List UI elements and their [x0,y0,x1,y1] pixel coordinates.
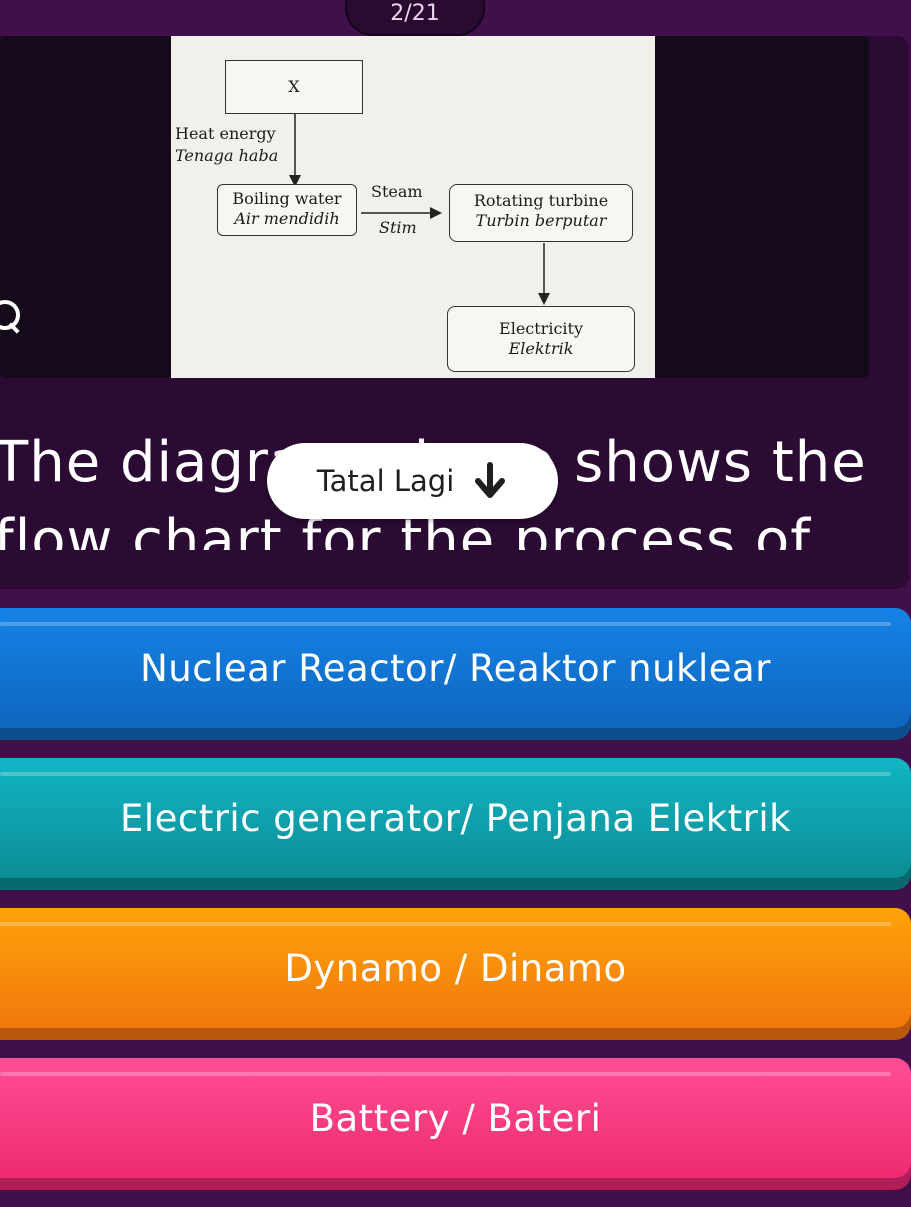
flow-chart-arrows [289,114,550,305]
boiling-water-label-ms: Air mendidih [234,209,340,228]
boiling-water-label: Boiling water [232,189,342,208]
question-progress: 2/21 [345,0,485,36]
answer-option-d[interactable]: Battery / Bateri [0,1058,911,1178]
answer-option-d-label: Battery / Bateri [309,1096,602,1140]
heat-energy-label-ms: Tenaga haba [175,146,279,165]
answer-option-b[interactable]: Electric generator/ Penjana Elektrik [0,758,911,878]
scroll-more-button[interactable]: Tatal Lagi [267,443,558,519]
answer-option-c-label: Dynamo / Dinamo [284,946,627,990]
answer-option-c[interactable]: Dynamo / Dinamo [0,908,911,1028]
answer-option-a-label: Nuclear Reactor/ Reaktor nuklear [140,646,771,690]
rotating-turbine-label-ms: Turbin berputar [475,211,607,230]
box-electricity: Electricity Elektrik [447,306,635,372]
steam-label-ms: Stim [379,218,417,237]
answer-option-b-label: Electric generator/ Penjana Elektrik [119,796,792,840]
heat-energy-label: Heat energy [175,124,276,143]
box-x-label: X [288,77,300,96]
zoom-image-icon[interactable] [0,300,20,330]
scroll-more-label: Tatal Lagi [316,464,455,498]
electricity-label-ms: Elektrik [508,339,574,358]
box-rotating-turbine: Rotating turbine Turbin berputar [449,184,633,242]
arrow-down-icon [475,462,506,498]
box-x: X [225,60,363,114]
rotating-turbine-label: Rotating turbine [473,191,609,210]
flow-chart-diagram: X Heat energy Tenaga haba Boiling water … [171,36,655,378]
progress-label: 2/21 [390,1,440,26]
steam-label: Steam [371,182,423,201]
box-boiling-water: Boiling water Air mendidih [217,184,357,236]
answer-option-a[interactable]: Nuclear Reactor/ Reaktor nuklear [0,608,911,728]
electricity-label: Electricity [499,319,583,338]
